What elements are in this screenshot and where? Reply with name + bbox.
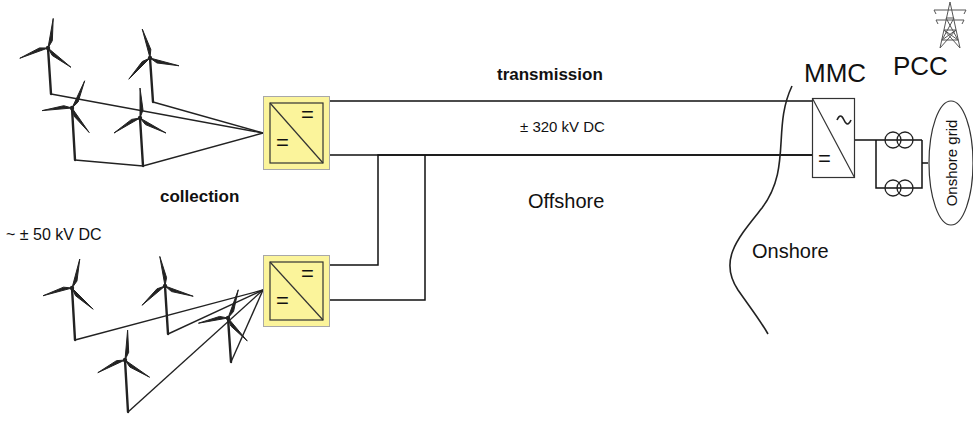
mmc-converter: MMC=: [812, 98, 855, 178]
transmission-label: transmission: [497, 66, 603, 85]
converter-diagonal: [813, 99, 855, 178]
collection-cable: [51, 94, 263, 133]
wind-turbine: [142, 256, 193, 334]
dc-dc-converter: ==: [263, 96, 330, 170]
pcc-label: PCC: [893, 52, 948, 81]
transformer-winding: [897, 180, 913, 196]
wind-turbine: [114, 88, 166, 166]
pylon-icon: [934, 2, 966, 48]
converter-symbol-text: =: [301, 104, 314, 126]
collection-cable: [75, 133, 263, 166]
collection-wires: [51, 94, 263, 412]
voltage-label: ± 320 kV DC: [520, 119, 605, 136]
converter-symbol-text: =: [276, 290, 289, 312]
collection-cable: [153, 102, 263, 133]
collection-label: collection: [160, 188, 239, 207]
grid-outline: [929, 101, 973, 225]
dc-dc-converter-outline: [263, 255, 330, 327]
coastline: [730, 86, 792, 334]
grid-label: Onshore grid: [944, 120, 959, 207]
wind-turbine: [20, 18, 71, 94]
dc-dc-converter-outline: [263, 96, 330, 170]
converter-symbol-text: =: [818, 148, 831, 170]
converter-heading: MMC: [804, 60, 866, 86]
transformer-symbols: [885, 132, 913, 196]
wind-turbine: [43, 259, 93, 340]
wind-turbines: [20, 18, 247, 412]
wind-turbine: [42, 81, 89, 160]
collection-cable: [168, 290, 263, 334]
dc-cable: [330, 155, 812, 300]
converter-diagonal: [270, 103, 323, 163]
converter-housing: [264, 256, 330, 327]
region-label: Onshore: [752, 240, 829, 262]
ac-sine-symbol: [837, 116, 851, 124]
converter-symbol: [813, 99, 855, 178]
dc-dc-converter: ==: [263, 255, 330, 327]
voltage-label: ~ ± 50 kV DC: [6, 226, 101, 244]
collection-cable: [128, 290, 263, 412]
converter-symbol-text: =: [301, 263, 314, 285]
converter-housing: [264, 97, 330, 170]
transformer-winding: [897, 132, 913, 148]
converter-diagonal: [270, 262, 323, 320]
converter-symbol: [270, 103, 323, 163]
wind-turbine: [129, 29, 179, 102]
region-label: Offshore: [528, 190, 604, 212]
onshore-grid-ellipse: Onshore grid: [928, 100, 973, 226]
collection-cable: [231, 290, 263, 362]
dc-cable: [330, 101, 812, 155]
converter-symbol-text: =: [276, 132, 289, 154]
converter-symbol: [270, 262, 323, 320]
